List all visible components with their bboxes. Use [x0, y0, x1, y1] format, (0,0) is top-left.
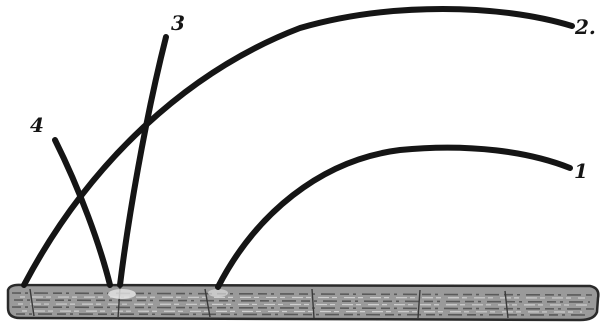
label-4: 4 — [30, 113, 44, 137]
curve-2 — [21, 6, 575, 288]
label-1: 1 — [574, 159, 588, 183]
curve-1 — [215, 144, 573, 290]
curve-3 — [117, 34, 169, 288]
ground-strip — [6, 283, 600, 322]
label-3: 3 — [171, 11, 185, 35]
label-2: 2. — [574, 15, 596, 39]
curve-4 — [52, 137, 113, 288]
